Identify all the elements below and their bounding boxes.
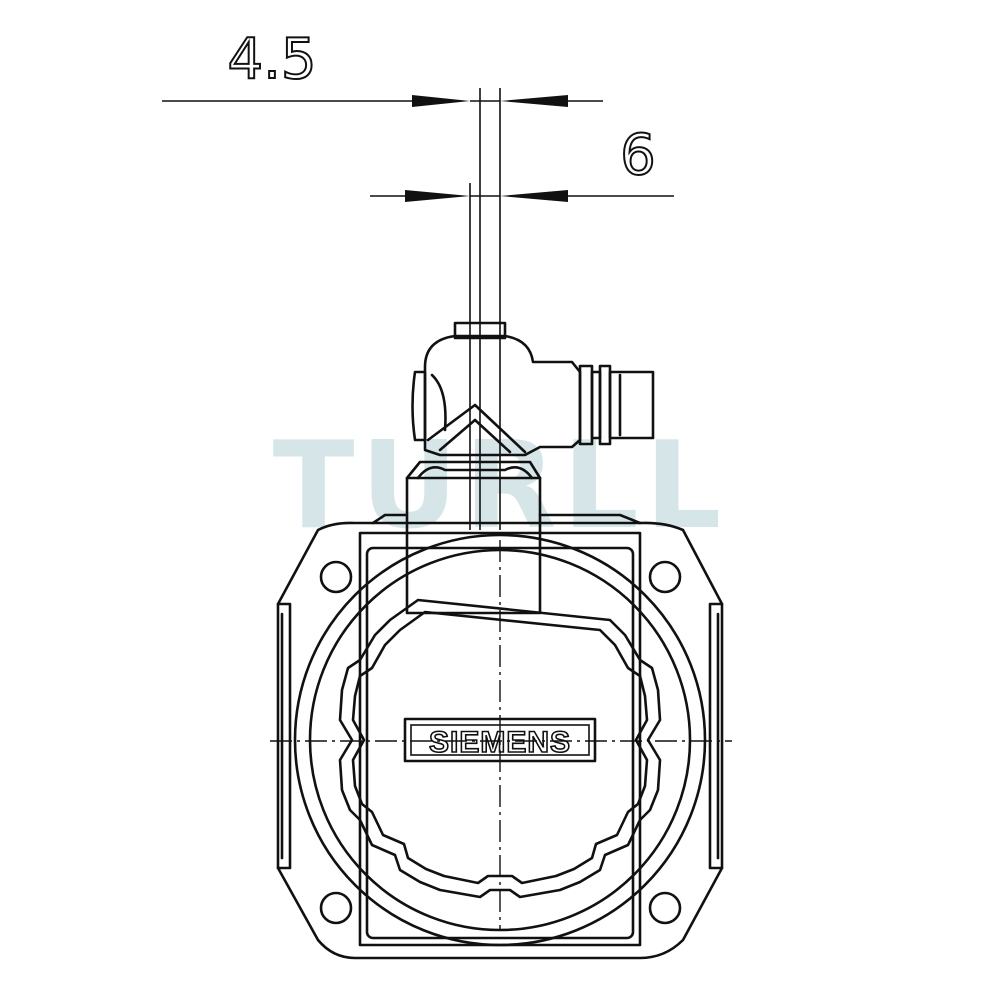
- flange-outline: [276, 521, 724, 960]
- flange-inner-outline: [358, 531, 642, 947]
- mounting-hole-top-left: [319, 560, 353, 594]
- dim-top-value: 4.5: [227, 27, 316, 92]
- logo-plate-frame: [403, 717, 597, 763]
- dimension-top: 4.5: [162, 26, 603, 107]
- dimension-second: 6: [370, 122, 674, 202]
- dim-top-arrow-right: [500, 95, 568, 107]
- logo-plate-inner: [410, 724, 590, 756]
- connector-elbow-front: [411, 370, 427, 442]
- connector-base-clamp: [416, 466, 534, 480]
- mounting-hole-top-right: [648, 560, 682, 594]
- dim-second-arrow-left: [405, 190, 470, 202]
- dim-top-arrow-left: [412, 95, 470, 107]
- connector-top-cap: [453, 321, 507, 340]
- dim-second-value: 6: [620, 123, 656, 188]
- mounting-hole-bottom-right: [648, 891, 682, 925]
- connector-plug: [608, 370, 655, 440]
- connector-base: [405, 476, 542, 615]
- body-outer-circle: [293, 533, 707, 947]
- siemens-logo-plate: SIEMENS: [403, 717, 597, 763]
- connector-elbow-curve: [430, 373, 447, 432]
- connector-base-cap: [405, 460, 542, 480]
- connector-elbow-cone: [426, 403, 527, 454]
- dim-second-arrow-right: [500, 190, 568, 202]
- connector: [405, 321, 655, 615]
- flange-left-side: [276, 602, 292, 870]
- flange-right-side: [708, 602, 724, 870]
- siemens-logo-text: SIEMENS: [429, 726, 571, 759]
- mounting-hole-bottom-left: [319, 891, 353, 925]
- mounting-holes: [319, 560, 682, 925]
- flange-top-rim: [371, 513, 642, 525]
